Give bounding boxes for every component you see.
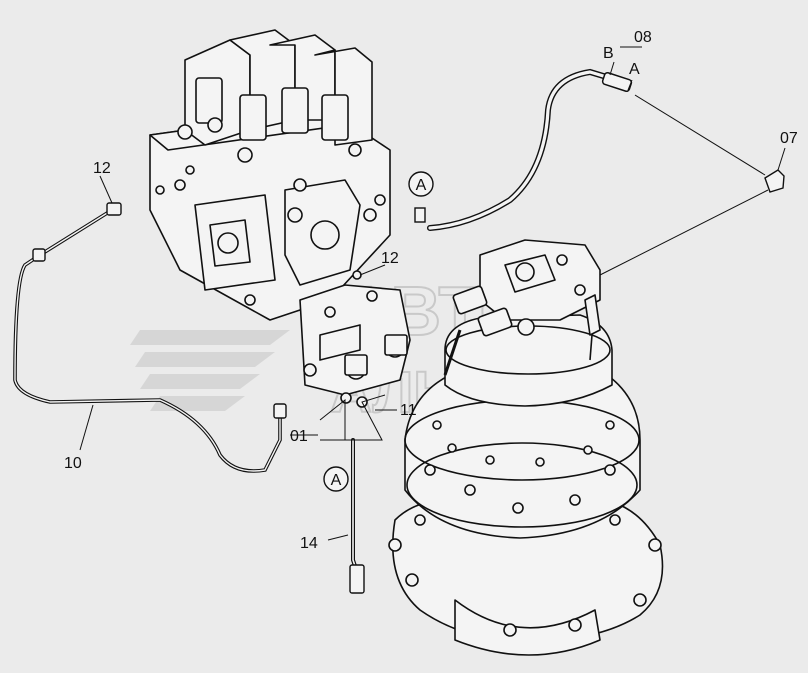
control-valve-assembly	[149, 29, 391, 321]
port-label-B: B	[603, 45, 614, 62]
part-label-01: 01	[290, 428, 308, 445]
pilot-manifold	[299, 270, 411, 408]
hoses	[13, 68, 633, 594]
part-label-08: 08	[634, 29, 652, 46]
part-label-12-left: 12	[93, 160, 111, 177]
callout-A-lower-label: A	[331, 472, 342, 489]
part-label-07: 07	[780, 130, 798, 147]
part-label-12-right: 12	[381, 250, 399, 267]
callout-A-upper: A	[408, 171, 434, 197]
callout-A-lower: A	[323, 466, 349, 492]
swing-motor-assembly	[388, 239, 664, 656]
callout-A-upper-label: A	[416, 177, 427, 194]
part-label-14: 14	[300, 535, 318, 552]
port-label-A: A	[629, 61, 640, 78]
part-label-11: 11	[400, 402, 417, 419]
leader-lines	[79, 46, 786, 541]
part-label-10: 10	[64, 455, 82, 472]
